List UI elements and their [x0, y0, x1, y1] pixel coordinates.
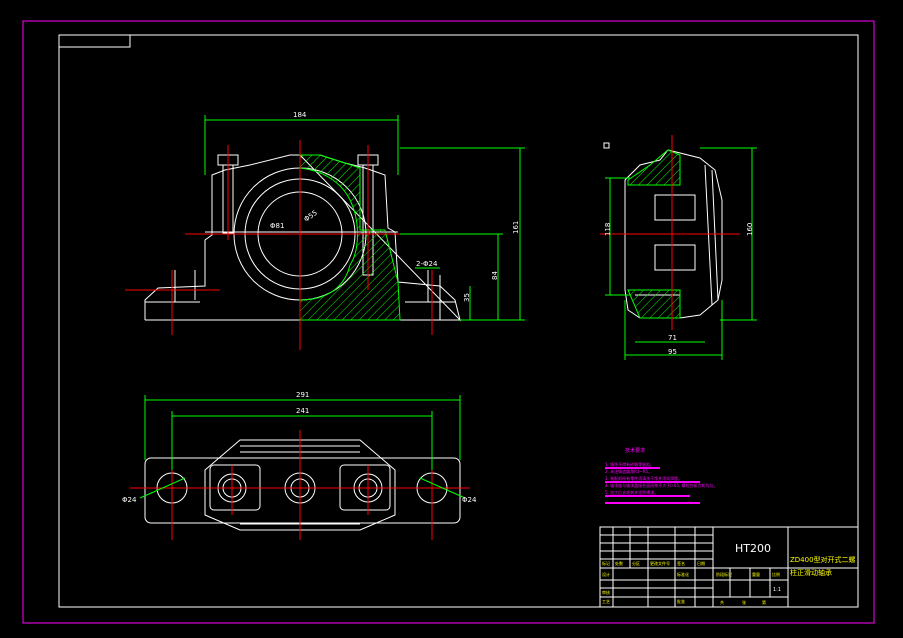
side-centerlines: [600, 135, 740, 330]
tech-req-line-3: 3. 装配前所有零件须清洗干净并涂润滑脂。: [605, 475, 682, 481]
title-block: [599, 526, 859, 608]
title-part-name-2: 柱正滑动轴承: [790, 568, 832, 577]
cell-biaozhunhua: 标准化: [677, 571, 689, 577]
side-dim-left: 118: [604, 223, 612, 236]
front-dim-base: 35: [463, 293, 471, 302]
top-cap-outline: [204, 439, 396, 531]
cell-jieduan: 阶段标记: [716, 571, 732, 577]
tech-req-title: 技术要求: [625, 447, 645, 454]
title-cells: 标记 处数 分区 更改文件号 签名 日期 设计 标准化 审核 工艺 批准 阶段标…: [602, 560, 780, 605]
front-dim-height: 161: [512, 221, 520, 234]
front-view: [144, 154, 461, 322]
corner-code-box: [58, 34, 131, 48]
top-dim-hole-right: Φ24: [462, 496, 477, 504]
front-foot-right: [405, 270, 455, 320]
side-dim-outer: 95: [668, 348, 677, 356]
cell-bili: 比例: [772, 571, 780, 577]
top-dim-overall: 291: [296, 391, 309, 399]
tech-req-line-2: 2. 未注铸造圆角R3~R5。: [605, 468, 652, 474]
tech-req-line-1: 1. 铸件不得有砂眼等缺陷。: [605, 461, 654, 467]
side-dim-inner: 71: [668, 334, 677, 342]
cell-shenhe: 审核: [602, 589, 610, 595]
cell-zhongliang: 重量: [752, 571, 760, 577]
side-dimensions: [605, 147, 757, 360]
title-part-name-1: ZD400型对开式二螺: [790, 555, 856, 564]
top-dim-hole-left: Φ24: [122, 496, 137, 504]
front-centerlines: [125, 140, 433, 350]
cell-gengai: 更改文件号: [650, 560, 670, 566]
cell-biaoji: 标记: [602, 560, 610, 566]
cell-sheji: 设计: [602, 571, 610, 577]
front-dim-center: 84: [491, 271, 499, 280]
cell-chushu: 处数: [615, 560, 623, 566]
top-centerlines: [130, 430, 470, 540]
side-section-hatch-bottom: [627, 289, 681, 319]
front-section-hatch: [299, 154, 401, 321]
top-base-outline: [144, 457, 461, 524]
cell-fenqu: 分区: [632, 560, 640, 566]
side-slot-upper: [654, 194, 696, 221]
front-base-outline: [144, 154, 461, 322]
cell-pizhun: 批准: [677, 598, 685, 604]
cell-zhang: 张: [742, 599, 746, 605]
title-scale: 1:1: [773, 587, 781, 593]
tech-requirements: 技术要求 1. 铸件不得有砂眼等缺陷。 2. 未注铸造圆角R3~R5。 3. 装…: [605, 447, 718, 504]
cell-gongyi: 工艺: [602, 599, 610, 604]
top-dim-bolt: 241: [296, 407, 309, 415]
top-dimensions: [139, 395, 466, 499]
cell-di: 第: [762, 599, 766, 605]
tech-req-line-4: 4. 轴承座与轴承盖接合面间隙不大于0.05, 螺栓拧紧力矩均匀。: [605, 482, 718, 488]
front-dim-holes: 2-Φ24: [416, 260, 438, 268]
title-material: HT200: [735, 542, 771, 555]
side-dim-right: 160: [746, 223, 754, 236]
front-dim-width: 184: [293, 111, 307, 119]
sheet-inner-frame: [58, 34, 859, 608]
side-view-marker: [603, 142, 610, 149]
tech-req-line-5: 5. 加工后去毛刺并涂防锈漆。: [605, 489, 658, 495]
side-slot-lower: [654, 244, 696, 271]
front-dimensions: [204, 115, 525, 321]
front-dim-inner: Φ55: [303, 209, 319, 224]
cell-gong: 共: [720, 599, 724, 605]
cell-riqi: 日期: [697, 560, 705, 566]
top-view: [144, 439, 461, 531]
sheet-outer-frame: [22, 20, 875, 624]
side-section-hatch-top: [627, 149, 681, 186]
front-dim-bore: Φ81: [270, 222, 284, 230]
cell-qianming: 签名: [677, 560, 685, 566]
